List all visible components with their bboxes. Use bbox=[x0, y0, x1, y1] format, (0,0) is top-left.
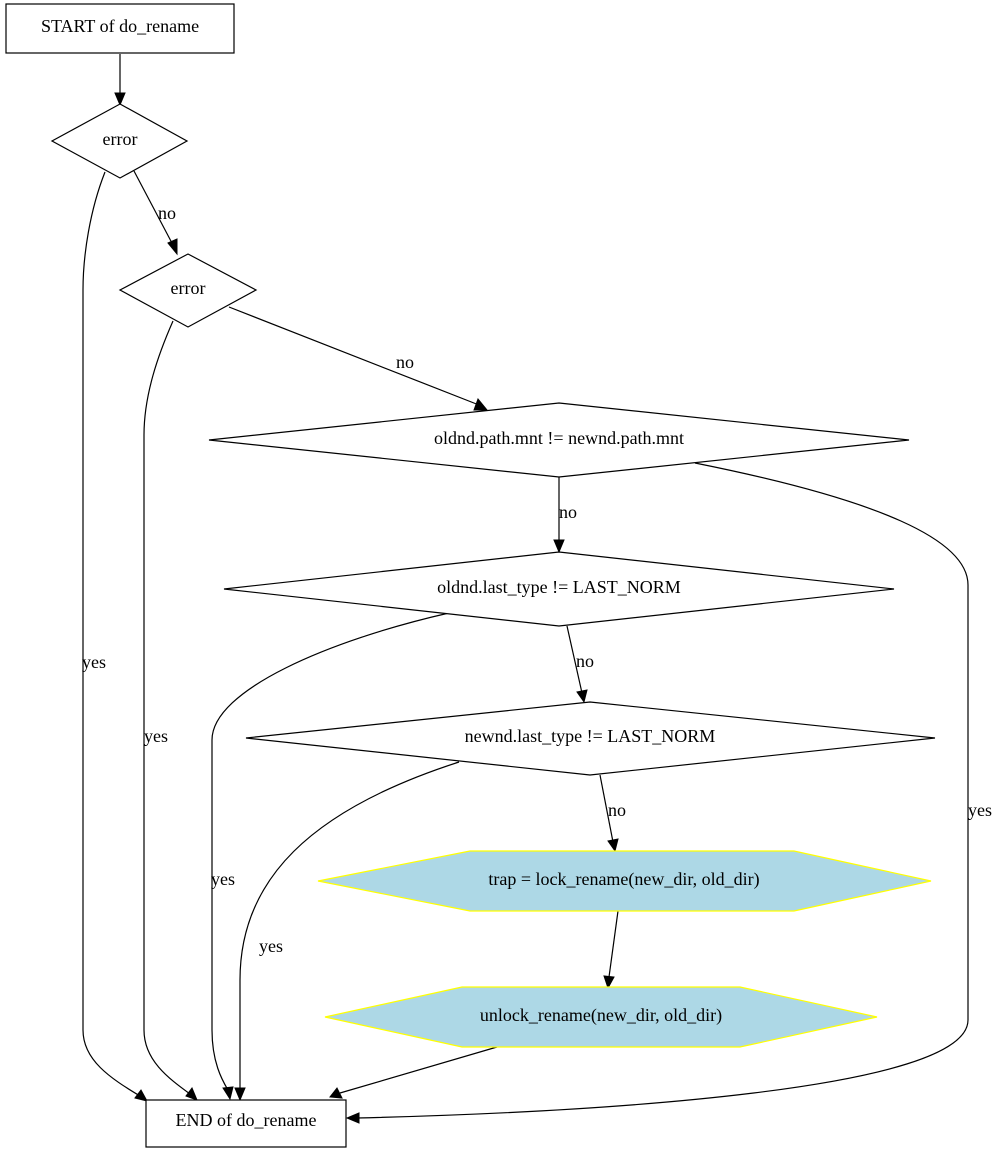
edge-lock-to-unlock bbox=[608, 910, 619, 978]
arrow-head bbox=[234, 1087, 246, 1102]
edge-unlock-to-end bbox=[339, 1046, 498, 1094]
edge-error1-yes bbox=[82, 171, 141, 1097]
arrow-head bbox=[329, 1087, 343, 1099]
decision-new-type-check-label: newnd.last_type != LAST_NORM bbox=[465, 726, 716, 746]
edge-label-error1-no: no bbox=[158, 203, 176, 223]
decision-error-1-label: error bbox=[103, 129, 138, 149]
edge-labels: no yes no yes no yes no yes no yes bbox=[82, 203, 992, 956]
decision-old-type-check-label: oldnd.last_type != LAST_NORM bbox=[437, 577, 681, 597]
arrow-head bbox=[607, 838, 619, 853]
edge-label-error2-yes: yes bbox=[144, 726, 168, 746]
decision-mnt-check-label: oldnd.path.mnt != newnd.path.mnt bbox=[434, 428, 684, 448]
decision-mnt-check: oldnd.path.mnt != newnd.path.mnt bbox=[208, 402, 910, 478]
arrow-head bbox=[553, 539, 565, 554]
end-node-label: END of do_rename bbox=[176, 1110, 317, 1130]
edge-label-mnt-yes: yes bbox=[968, 800, 992, 820]
arrow-head bbox=[185, 1087, 198, 1101]
nodes: START of do_rename error error oldnd.pat… bbox=[5, 3, 936, 1148]
end-node: END of do_rename bbox=[145, 1099, 347, 1148]
start-node-label: START of do_rename bbox=[41, 16, 199, 36]
process-lock-rename-label: trap = lock_rename(new_dir, old_dir) bbox=[488, 869, 759, 890]
edge-label-new-type-no: no bbox=[608, 800, 626, 820]
edge-error1-no bbox=[133, 170, 174, 246]
decision-error-1: error bbox=[50, 103, 189, 179]
edge-new-type-yes bbox=[239, 761, 460, 1090]
process-unlock-rename: unlock_rename(new_dir, old_dir) bbox=[324, 986, 878, 1048]
edge-new-type-no bbox=[599, 774, 614, 843]
edge-label-mnt-no: no bbox=[559, 502, 577, 522]
arrow-head bbox=[222, 1086, 234, 1101]
edge-label-new-type-yes: yes bbox=[259, 936, 283, 956]
arrow-head bbox=[473, 398, 489, 411]
start-node: START of do_rename bbox=[5, 3, 235, 54]
decision-error-2: error bbox=[118, 253, 258, 328]
arrow-head bbox=[114, 92, 126, 107]
edge-old-type-no bbox=[566, 625, 583, 694]
arrow-head bbox=[576, 689, 588, 704]
edge-label-old-type-yes: yes bbox=[211, 869, 235, 889]
arrow-head bbox=[167, 238, 178, 256]
decision-new-type-check: newnd.last_type != LAST_NORM bbox=[245, 701, 936, 776]
decision-error-2-label: error bbox=[171, 278, 206, 298]
edge-label-error1-yes: yes bbox=[82, 652, 106, 672]
decision-old-type-check: oldnd.last_type != LAST_NORM bbox=[223, 551, 895, 627]
edge-error2-yes bbox=[143, 320, 191, 1095]
edge-old-type-yes bbox=[211, 612, 450, 1091]
arrow-head bbox=[345, 1112, 360, 1124]
process-lock-rename: trap = lock_rename(new_dir, old_dir) bbox=[317, 850, 932, 912]
edges bbox=[82, 54, 969, 1124]
process-unlock-rename-label: unlock_rename(new_dir, old_dir) bbox=[480, 1005, 722, 1026]
edge-mnt-yes bbox=[356, 462, 969, 1119]
edge-label-old-type-no: no bbox=[576, 651, 594, 671]
edge-error2-no bbox=[228, 306, 480, 406]
edge-label-error2-no: no bbox=[396, 352, 414, 372]
arrow-head bbox=[603, 975, 615, 990]
arrow-head bbox=[134, 1089, 148, 1102]
